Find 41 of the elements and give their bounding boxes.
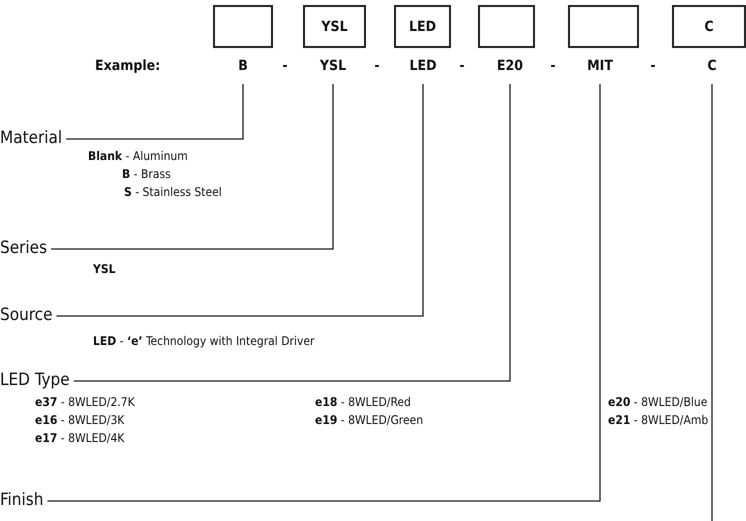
leader-line	[711, 84, 713, 521]
entry-box: LED	[394, 5, 451, 48]
category-heading: Finish	[0, 490, 44, 510]
entry-box	[478, 5, 535, 48]
leader-line	[47, 84, 601, 502]
separator-dash: -	[550, 58, 556, 74]
separator-dash: -	[374, 58, 380, 74]
option-text: e16 - 8WLED/3K	[35, 413, 124, 427]
option-text: e17 - 8WLED/4K	[35, 431, 124, 445]
separator-dash: -	[650, 58, 656, 74]
leader-line	[66, 84, 244, 140]
entry-box	[213, 5, 273, 48]
leader-line	[56, 84, 424, 317]
option-text: Blank - Aluminum	[88, 149, 188, 163]
option-text: B - Brass	[122, 167, 171, 181]
example-code: MIT	[587, 58, 613, 74]
example-code: E20	[496, 58, 524, 74]
example-code: YSL	[320, 58, 346, 74]
category-heading: Series	[0, 238, 48, 258]
category-heading: Material	[0, 128, 62, 148]
category-heading: Source	[0, 305, 52, 325]
entry-box	[568, 5, 639, 48]
leader-line	[74, 84, 511, 382]
option-text: e19 - 8WLED/Green	[315, 413, 424, 427]
separator-dash: -	[282, 58, 288, 74]
option-text: S - Stainless Steel	[124, 185, 222, 199]
option-text: e21 - 8WLED/Amb	[608, 413, 708, 427]
example-label: Example:	[95, 58, 160, 74]
option-text: e37 - 8WLED/2.7K	[35, 395, 135, 409]
example-code: C	[707, 58, 717, 74]
entry-box: YSL	[303, 5, 366, 48]
category-heading: LED Type	[0, 370, 70, 390]
leader-line	[51, 84, 334, 250]
option-text: LED - ‘e’ Technology with Integral Driver	[93, 334, 314, 348]
entry-box: C	[672, 5, 746, 48]
example-code: B	[238, 58, 248, 74]
example-code: LED	[409, 58, 437, 74]
separator-dash: -	[459, 58, 465, 74]
option-text: e18 - 8WLED/Red	[315, 395, 411, 409]
option-text: YSL	[93, 262, 116, 276]
option-text: e20 - 8WLED/Blue	[608, 395, 708, 409]
